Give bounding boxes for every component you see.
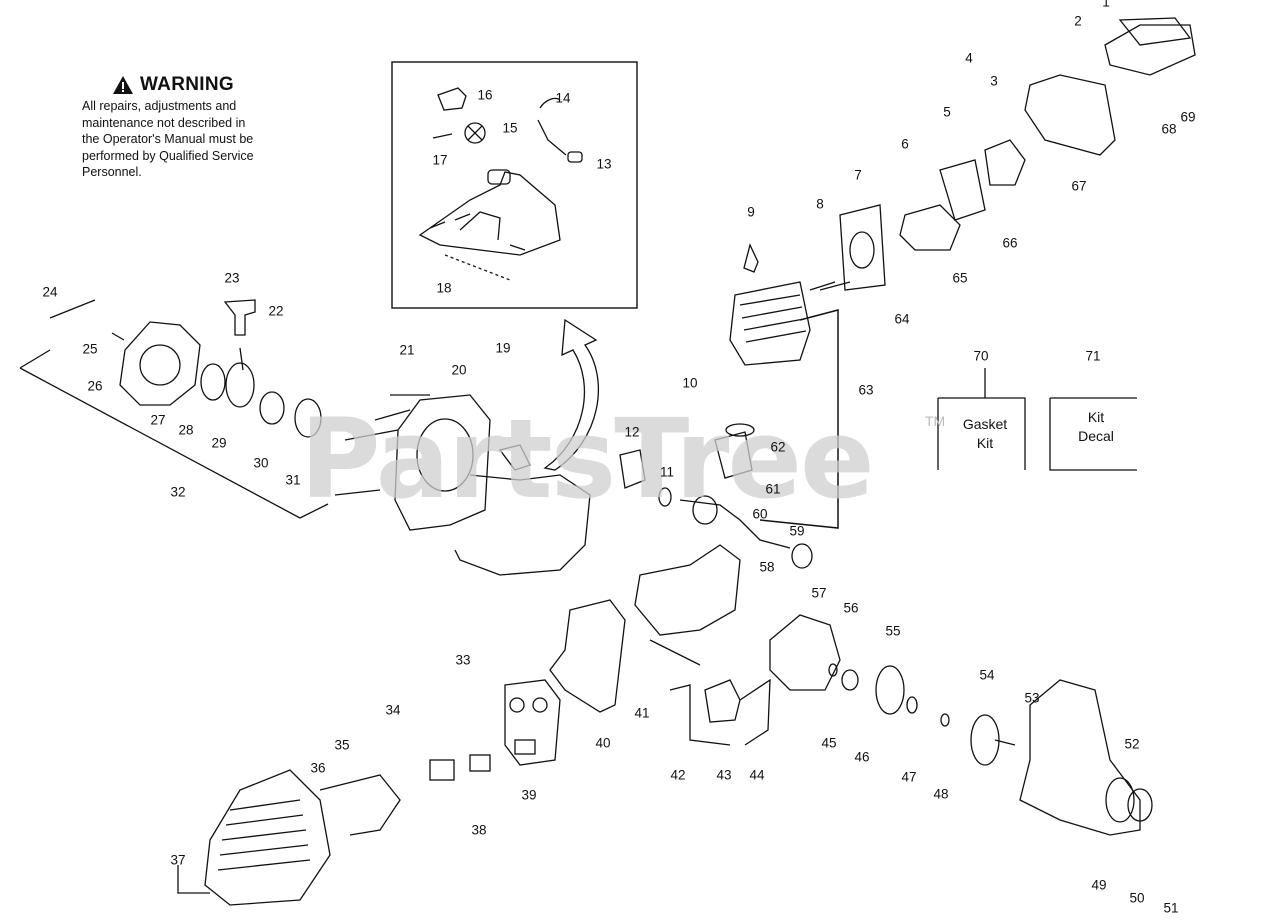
part-number-label: 65 [952,270,968,286]
part-number-label: 6 [901,136,909,152]
part-number-label: 24 [42,284,58,300]
fuel-tank-shape [418,171,561,256]
part-number-label: 10 [682,375,698,391]
part-number-label: 21 [399,342,415,358]
muffler-shape [504,679,561,766]
part-number-label: 5 [943,104,951,120]
part-number-label: 2 [1074,13,1082,29]
part-number-label: 57 [811,585,827,601]
part-number-label: 43 [716,767,732,783]
part-number-label: 35 [334,737,350,753]
warning-title: WARNING [112,74,312,96]
part-number-label: 40 [595,735,611,751]
part-number-label: 27 [150,412,166,428]
fuel-cap-shape [437,87,467,111]
part-number-label: 9 [747,204,755,220]
part-number-label: 25 [82,341,98,357]
watermark-trademark: TM [925,413,946,429]
part-number-label: 1 [1102,0,1110,10]
warning-notice: WARNING All repairs, adjustments and mai… [82,74,312,181]
kit-decal-box [1049,397,1137,471]
part-number-label: 48 [933,786,949,802]
part-number-label: 44 [749,767,765,783]
part-number-label: 32 [170,484,186,500]
part-number-label: 55 [885,623,901,639]
part-number-label: 26 [87,378,103,394]
part-number-label: 68 [1161,121,1177,137]
part-number-label: 29 [211,435,227,451]
part-number-label: 23 [224,270,240,286]
part-number-label: 64 [894,311,910,327]
starter-housing-shape [119,321,201,406]
part-number-label: 30 [253,455,269,471]
part-number-label: 8 [816,196,824,212]
part-number-label: 45 [821,735,837,751]
part-number-label: 53 [1024,690,1040,706]
part-number-label: 34 [385,702,401,718]
part-number-label: 11 [659,464,675,480]
part-number-label: 17 [432,152,448,168]
gasket-kit-box [937,397,1026,470]
part-number-label: 22 [268,303,284,319]
part-number-label: 60 [752,506,768,522]
arrow-shape [543,318,599,471]
part-number-label: 15 [502,120,518,136]
gasket-kit-label: Gasket Kit [962,416,1008,451]
part-number-label: 49 [1091,877,1107,893]
part-number-label: 14 [555,90,571,106]
part-number-label: 47 [901,769,917,785]
part-number-label: 71 [1085,348,1101,364]
part-number-label: 28 [178,422,194,438]
warning-text: All repairs, adjustments and maintenance… [82,99,254,179]
part-number-label: 54 [979,667,995,683]
part-number-label: 59 [789,523,805,539]
part-number-label: 67 [1071,178,1087,194]
part-number-label: 41 [634,705,650,721]
part-number-label: 58 [759,559,775,575]
part-number-label: 36 [310,760,326,776]
crankcase-shape [634,544,741,636]
part-number-label: 51 [1163,900,1179,916]
part-number-label: 33 [455,652,471,668]
watermark: PartsTree [300,395,875,523]
part-number-label: 61 [765,481,781,497]
part-number-label: 7 [854,167,862,183]
part-number-label: 19 [495,340,511,356]
clutch-drum-shape [970,714,1000,766]
part-number-label: 50 [1129,890,1145,906]
part-number-label: 69 [1180,109,1196,125]
part-number-label: 37 [170,852,186,868]
part-number-label: 56 [843,600,859,616]
part-number-label: 46 [854,749,870,765]
part-number-label: 20 [451,362,467,378]
part-number-label: 63 [858,382,874,398]
part-number-label: 52 [1124,736,1140,752]
flywheel-shape [769,614,841,691]
clutch-housing-shape [1019,679,1141,836]
warning-triangle-icon [113,76,133,94]
part-number-label: 31 [285,472,301,488]
part-number-label: 42 [670,767,686,783]
part-number-label: 3 [990,73,998,89]
cylinder-shape [729,281,811,366]
part-number-label: 13 [596,156,612,172]
part-number-label: 62 [770,439,786,455]
kit-decal-label: Kit Decal [1078,409,1114,444]
part-number-label: 66 [1002,235,1018,251]
part-number-label: 4 [965,50,973,66]
part-number-label: 70 [973,348,989,364]
part-number-label: 16 [477,87,493,103]
engine-housing-shape [394,394,491,531]
part-number-label: 38 [471,822,487,838]
fuel-tank-inset-frame [391,61,638,309]
part-number-label: 12 [624,424,640,440]
crankshaft-shape [679,499,791,549]
part-number-label: 18 [436,280,452,296]
part-number-label: 39 [521,787,537,803]
engine-cover-shape [204,769,331,906]
